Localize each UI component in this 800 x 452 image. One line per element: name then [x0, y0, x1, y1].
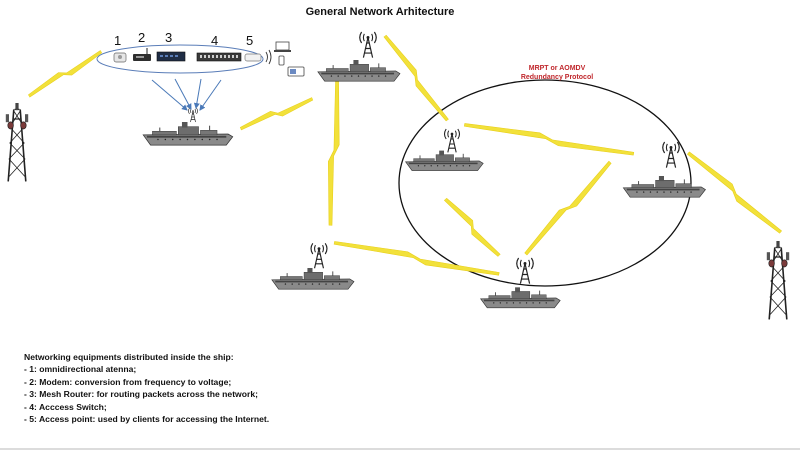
lightning-link-icon — [324, 80, 344, 227]
equipment-panel — [96, 41, 305, 77]
wifi-waves-icon — [265, 49, 272, 65]
legend-item: - 4: Acccess Switch; — [24, 401, 107, 412]
antenna-icon — [359, 31, 377, 59]
antenna-icon — [443, 128, 461, 153]
lightning-links — [26, 32, 785, 280]
ship-southwest — [271, 242, 355, 290]
ship-icon — [317, 60, 401, 82]
equipment-number-1: 1 — [114, 33, 122, 48]
equipment-arrows — [151, 78, 222, 111]
access-switch-equipment — [196, 52, 242, 62]
access-point-icon — [244, 53, 262, 62]
antenna-icon — [662, 141, 680, 169]
cell-tower-icon — [766, 240, 790, 321]
legend-item: - 2: Modem: conversion from frequency to… — [24, 376, 232, 387]
ship-ring-bottom — [480, 257, 561, 309]
access-switch-icon — [196, 52, 242, 62]
access-point-equipment — [244, 49, 272, 65]
diagram-title: General Network Arhitecture — [305, 6, 455, 18]
ship-icon — [405, 150, 484, 172]
lightning-link-icon — [238, 94, 315, 133]
legend-item: - 3: Mesh Router: for routing packets ac… — [24, 389, 258, 400]
ship-icon — [271, 268, 355, 290]
legend-item: - 1: omnidirectional atenna; — [24, 364, 137, 375]
lightning-link-icon — [441, 195, 503, 260]
cell-tower-icon — [5, 102, 29, 183]
legend-item: - 5: Access point: used by clients for a… — [24, 414, 270, 425]
mesh-router-equipment — [156, 51, 186, 62]
equipment-number-2: 2 — [138, 30, 146, 45]
legend-heading: Networking equipments distributed inside… — [24, 352, 234, 362]
modem-equipment — [133, 48, 151, 61]
ship-ring-right — [622, 141, 706, 198]
equipment-number-4: 4 — [211, 33, 219, 48]
laptop-icon — [275, 41, 290, 51]
protocol-name: MRPT or AOMDV — [528, 65, 586, 72]
ship-icon — [142, 122, 234, 146]
ship-icon — [480, 287, 561, 309]
equipment-number-3: 3 — [165, 30, 173, 45]
antenna-equipment — [113, 52, 127, 63]
redundancy-protocol-label: MRPT or AOMDV Redundancy Protocol — [497, 64, 617, 82]
antenna-icon — [516, 257, 534, 285]
equipment-legend: Networking equipments distributed inside… — [24, 351, 444, 425]
equipment-panel-outline — [96, 44, 264, 74]
equipment-number-5: 5 — [246, 33, 254, 48]
protocol-subtitle: Redundancy Protocol — [520, 74, 594, 81]
ship-ring-left — [405, 128, 484, 172]
redundancy-ring — [398, 79, 692, 287]
ship-main — [142, 107, 234, 146]
lightning-link-icon — [521, 158, 615, 258]
antenna-icon — [310, 242, 328, 269]
bottom-divider — [0, 448, 800, 450]
antenna-icon — [188, 107, 198, 123]
phone-icon — [278, 55, 285, 66]
lightning-link-icon — [26, 47, 105, 100]
ship-icon — [622, 176, 706, 198]
client-devices — [274, 41, 305, 77]
lightning-link-icon — [463, 119, 636, 160]
